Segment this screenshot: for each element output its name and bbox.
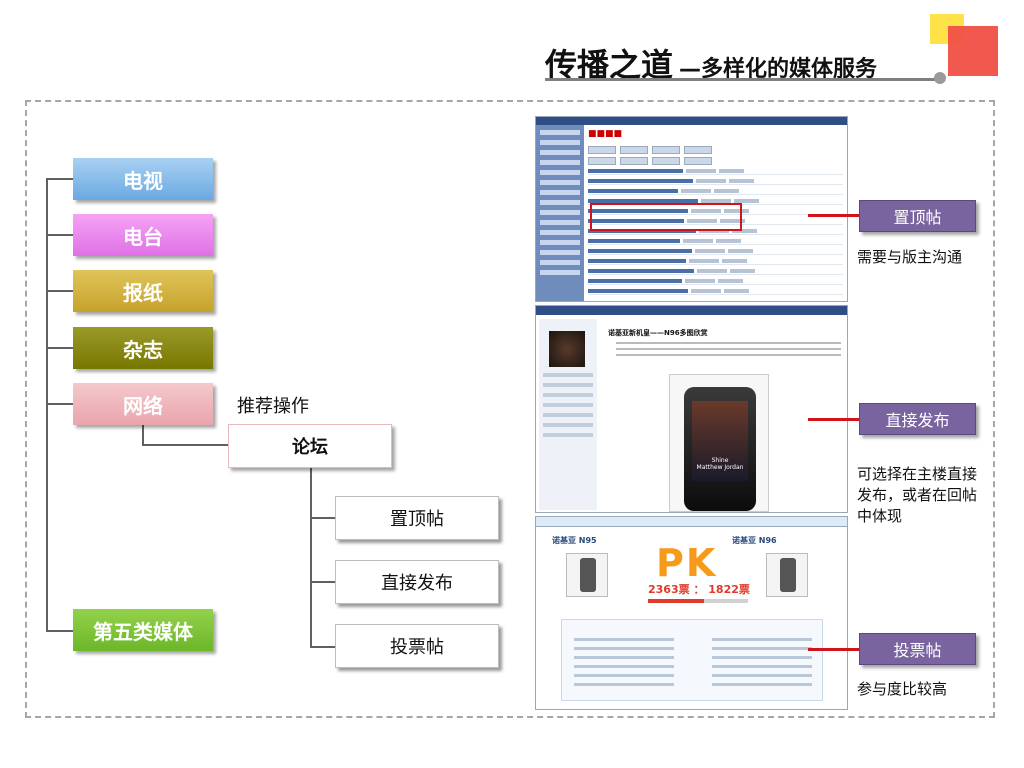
- page-title: 传播之道—多样化的媒体服务: [545, 40, 877, 86]
- forum-op-direct: 直接发布: [335, 560, 499, 604]
- tree-branch-magazine: [46, 347, 73, 349]
- title-dot: [934, 72, 946, 84]
- callout-direct: 直接发布: [859, 403, 976, 435]
- vote-options-panel: [561, 619, 823, 701]
- tree-branch-radio: [46, 234, 73, 236]
- avatar: [549, 331, 585, 367]
- phone-caption-artist: Matthew Jordan: [696, 464, 744, 471]
- dashed-frame: [25, 100, 995, 718]
- category-fifth-media: 第五类媒体: [73, 609, 213, 651]
- category-magazine: 杂志: [73, 327, 213, 369]
- forum-op-sticky: 置顶帖: [335, 496, 499, 540]
- sticky-highlight-box: [590, 203, 742, 231]
- connector-vote: [808, 648, 859, 651]
- category-internet: 网络: [73, 383, 213, 425]
- vote-bar: [648, 599, 748, 603]
- phone-caption-song: Shine: [711, 457, 729, 464]
- tree-forum-direct: [310, 581, 335, 583]
- connector-direct: [808, 418, 859, 421]
- category-newspaper: 报纸: [73, 270, 213, 312]
- tree-branch-tv: [46, 178, 73, 180]
- callout-sticky: 置顶帖: [859, 200, 976, 232]
- decor-square-red: [948, 26, 998, 76]
- vote-left-phone: [566, 553, 608, 597]
- note-vote: 参与度比较高: [857, 680, 948, 698]
- tree-forum-sticky: [310, 517, 335, 519]
- title-underline: [545, 78, 940, 81]
- screenshot-vote-post: 诺基亚 N95 诺基亚 N96 PK 2363票 ： 1822票: [535, 516, 848, 710]
- forum-box: 论坛: [228, 424, 392, 468]
- category-tv: 电视: [73, 158, 213, 200]
- vote-pk-label: PK: [656, 541, 718, 585]
- vote-score: 2363票 ： 1822票: [648, 583, 750, 596]
- tree-branch-newspaper: [46, 290, 73, 292]
- screenshot-forum-list: ■■■■: [535, 116, 848, 302]
- note-direct: 可选择在主楼直接发布，或者在回帖中体现: [857, 465, 978, 525]
- category-radio: 电台: [73, 214, 213, 256]
- note-sticky: 需要与版主沟通: [857, 248, 963, 266]
- tree-forum-vote: [310, 646, 335, 648]
- title-sub: —多样化的媒体服务: [679, 57, 878, 82]
- tree-branch-internet: [46, 403, 73, 405]
- tree-internet-down: [142, 425, 144, 445]
- vote-right-phone: [766, 553, 808, 597]
- vote-right-name: 诺基亚 N96: [732, 536, 777, 545]
- recommend-label: 推荐操作: [237, 396, 309, 417]
- connector-sticky: [808, 214, 859, 217]
- callout-vote: 投票帖: [859, 633, 976, 665]
- tree-trunk-line: [46, 178, 48, 632]
- title-main: 传播之道: [545, 46, 674, 84]
- tree-branch-fifth: [46, 630, 73, 632]
- vote-left-name: 诺基亚 N95: [552, 536, 597, 545]
- tree-internet-forum: [142, 444, 228, 446]
- forum-op-vote: 投票帖: [335, 624, 499, 668]
- post-title: 诺基亚新机皇——N96多图欣赏: [608, 329, 708, 337]
- tree-forum-trunk: [310, 468, 312, 648]
